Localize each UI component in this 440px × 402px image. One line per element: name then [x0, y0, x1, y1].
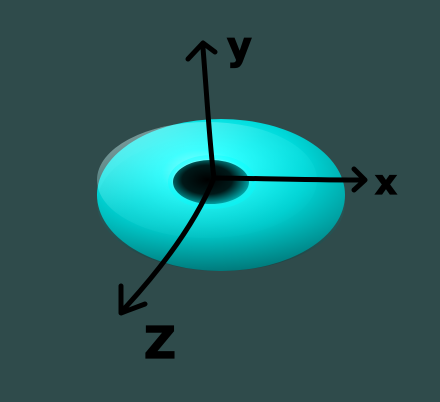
z-axis-label: Z	[144, 318, 176, 369]
y-axis-arrow-icon	[185, 40, 218, 62]
x-axis-arrow-icon	[351, 166, 368, 193]
y-axis-label: y	[227, 24, 252, 68]
axes	[118, 40, 368, 316]
x-axis-label: x	[375, 163, 397, 203]
x-axis-line	[211, 175, 362, 183]
z-axis-arrow-icon	[118, 283, 148, 316]
z-axis-line	[121, 175, 217, 312]
torus	[97, 119, 345, 271]
y-axis-line	[200, 45, 217, 181]
